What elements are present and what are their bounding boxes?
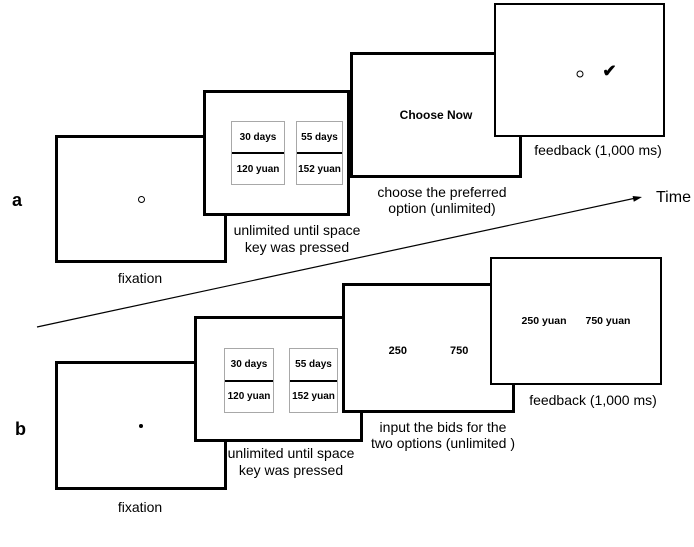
panel-b-feedback-screen: 250 yuan 750 yuan (490, 257, 662, 385)
caption-line: choose the preferred (377, 184, 507, 200)
panel-b-options-caption: unlimited until space key was pressed (228, 445, 355, 479)
panel-b-bid-caption: input the bids for the two options (unli… (371, 419, 515, 451)
fixation-dot-icon (139, 423, 143, 428)
caption-line: key was pressed (244, 239, 350, 255)
panel-a-fixation-screen (55, 135, 227, 263)
fixation-ring-icon (137, 195, 145, 203)
panel-a-choice-screen: Choose Now (350, 52, 522, 178)
caption-line: unlimited until space (227, 445, 355, 461)
option-card-later: 55 days 152 yuan (289, 348, 338, 413)
option-delay: 55 days (290, 349, 337, 382)
option-delay: 30 days (232, 122, 284, 154)
panel-a-feedback-screen: ✔ (494, 3, 665, 137)
panel-b-feedback-caption: feedback (1,000 ms) (529, 392, 657, 408)
option-card-later: 55 days 152 yuan (296, 121, 343, 185)
check-icon: ✔ (602, 61, 617, 81)
bid-value-right: 750 (450, 345, 469, 357)
panel-a-fixation-caption: fixation (117, 270, 163, 286)
caption-line: input the bids for the (379, 419, 507, 435)
option-card-sooner: 30 days 120 yuan (224, 348, 274, 413)
time-axis-label: Time (656, 189, 691, 206)
fixation-ring-icon (576, 70, 583, 78)
panel-a-options-screen: 30 days 120 yuan 55 days 152 yuan (203, 90, 350, 216)
caption-line: key was pressed (238, 462, 344, 478)
panel-a-feedback-caption: feedback (1,000 ms) (534, 142, 662, 158)
option-amount: 152 yuan (292, 391, 335, 403)
option-amount: 120 yuan (236, 163, 280, 175)
option-amount: 120 yuan (227, 391, 271, 403)
choose-now-text: Choose Now (399, 108, 473, 122)
panel-a-choice-caption: choose the preferred option (unlimited) (377, 184, 506, 216)
option-amount: 152 yuan (298, 163, 341, 175)
caption-line: unlimited until space (233, 222, 361, 238)
panel-a-label: a (12, 190, 23, 210)
feedback-value-right: 750 yuan (585, 315, 631, 327)
option-card-sooner: 30 days 120 yuan (231, 121, 285, 185)
option-delay: 30 days (225, 349, 273, 382)
caption-line: option (unlimited) (388, 200, 496, 216)
bid-value-left: 250 (388, 345, 407, 357)
panel-a-options-caption: unlimited until space key was pressed (234, 222, 361, 256)
option-delay: 55 days (297, 122, 342, 154)
feedback-value-left: 250 yuan (521, 315, 567, 327)
panel-b-options-screen: 30 days 120 yuan 55 days 152 yuan (194, 316, 363, 442)
panel-b-fixation-caption: fixation (117, 499, 163, 515)
panel-b-label: b (15, 419, 26, 439)
caption-line: two options (unlimited ) (371, 435, 515, 451)
